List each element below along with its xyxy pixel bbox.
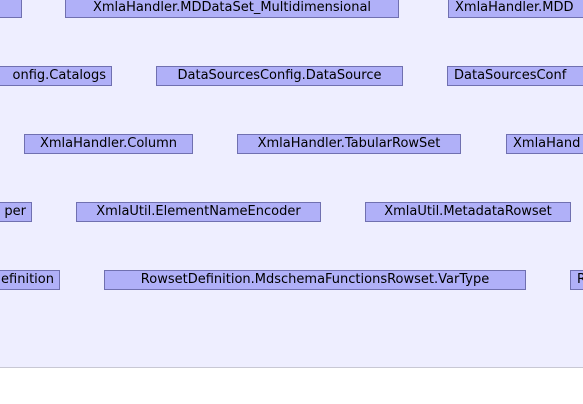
class-node-rowsetdefinition-mdschemafunctionsrowset-vartype[interactable]: RowsetDefinition.MdschemaFunctionsRowset… bbox=[104, 270, 526, 290]
class-node-xmlahandler-mddataset-multidimensional[interactable]: XmlaHandler.MDDataSet_Multidimensional bbox=[65, 0, 399, 18]
class-node-xmlahandler-tabularrowset[interactable]: XmlaHandler.TabularRowSet bbox=[237, 134, 461, 154]
class-node-r[interactable]: R bbox=[570, 270, 583, 290]
class-node-datasourcesconf[interactable]: DataSourcesConf bbox=[447, 66, 583, 86]
class-node-per[interactable]: per bbox=[0, 202, 32, 222]
class-node-datasourcesconfig-datasource[interactable]: DataSourcesConfig.DataSource bbox=[156, 66, 403, 86]
class-node-xmlahand[interactable]: XmlaHand bbox=[506, 134, 583, 154]
class-node-xmlahandler-mdd[interactable]: XmlaHandler.MDD bbox=[448, 0, 583, 18]
class-node-xmlahandler-column[interactable]: XmlaHandler.Column bbox=[24, 134, 193, 154]
class-hierarchy-panel: XmlaHandler.MDDataSet_Multidimensional X… bbox=[0, 0, 583, 368]
class-node-efinition[interactable]: efinition bbox=[0, 270, 60, 290]
class-node-partial-top-left[interactable] bbox=[0, 0, 22, 18]
class-node-xmlautil-metadatarowset[interactable]: XmlaUtil.MetadataRowset bbox=[365, 202, 571, 222]
class-node-xmlautil-elementnameencoder[interactable]: XmlaUtil.ElementNameEncoder bbox=[76, 202, 321, 222]
class-node-config-catalogs[interactable]: onfig.Catalogs bbox=[0, 66, 112, 86]
